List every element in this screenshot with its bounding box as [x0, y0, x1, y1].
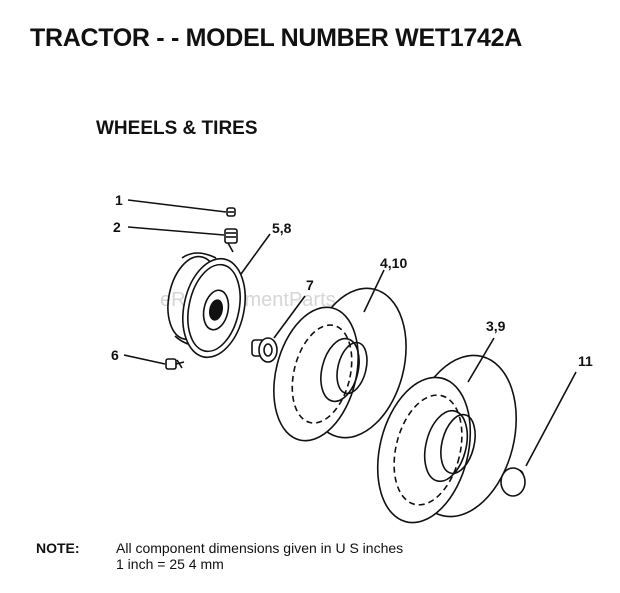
- page-title: TRACTOR - - MODEL NUMBER WET1742A: [30, 24, 522, 52]
- part-wheel-rim: [167, 233, 271, 359]
- note-line-1: All component dimensions given in U S in…: [116, 540, 404, 556]
- part-rear-tire: [376, 337, 518, 524]
- part-bushing: [251, 295, 306, 363]
- note-line-2: 1 inch = 25 4 mm: [116, 556, 224, 572]
- callout-11: 11: [578, 353, 593, 369]
- callout-5-8: 5,8: [272, 220, 292, 236]
- note-label: NOTE:: [36, 540, 80, 556]
- callout-1: 1: [115, 192, 123, 208]
- part-front-tire: [273, 269, 407, 442]
- part-valve-cap: [127, 199, 236, 217]
- callout-4-10: 4,10: [380, 255, 407, 271]
- part-lug-bolt: [123, 354, 185, 370]
- dimensions-note: NOTE: All component dimensions given in U…: [36, 540, 403, 572]
- callout-3-9: 3,9: [486, 318, 506, 334]
- part-valve-stem: [127, 226, 238, 253]
- part-hub-cap: [500, 371, 577, 497]
- callout-7: 7: [306, 277, 314, 293]
- section-title: WHEELS & TIRES: [96, 118, 258, 139]
- callout-6: 6: [111, 347, 119, 363]
- callout-2: 2: [113, 219, 121, 235]
